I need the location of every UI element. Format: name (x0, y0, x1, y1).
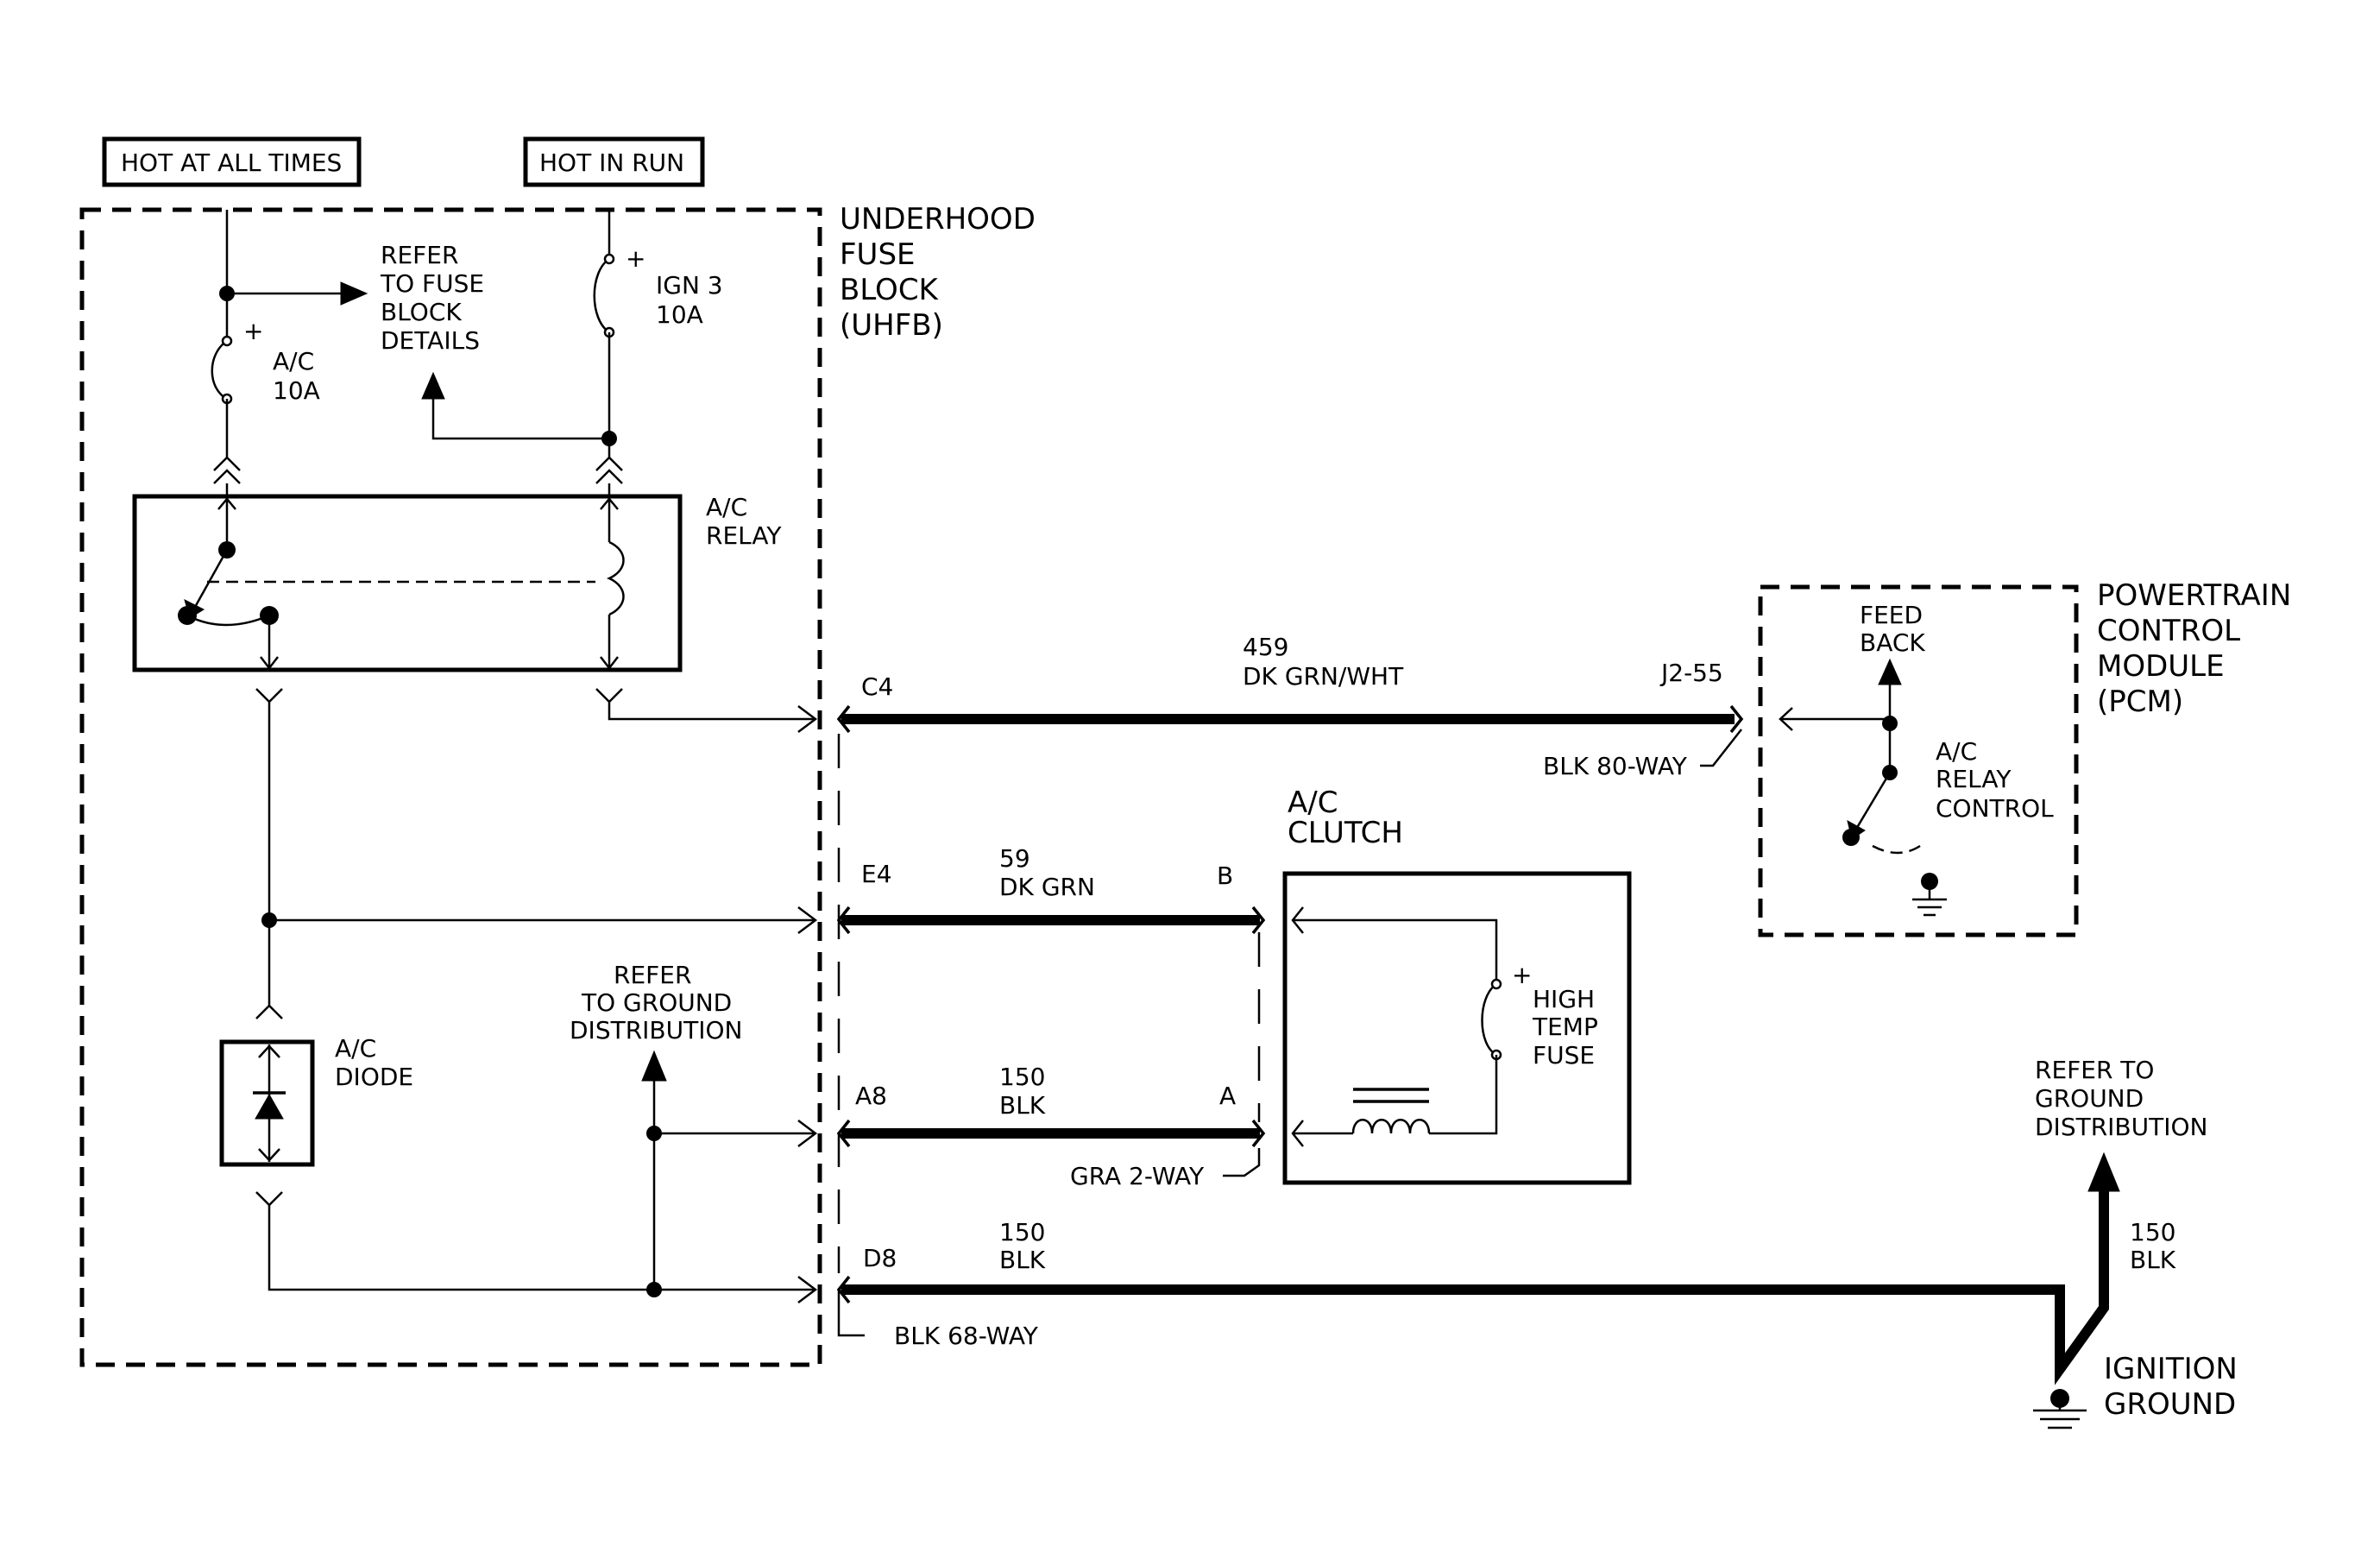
pcm-feedback-line2: BACK (1860, 628, 1925, 657)
hot-in-run-label: HOT IN RUN (523, 136, 705, 187)
refer-ground-distribution-right: REFER TO GROUND DISTRIBUTION (2035, 1056, 2207, 1141)
diode-ground-feed (255, 1050, 818, 1303)
circuit-59-number: 59 (999, 844, 1030, 873)
ign-fuse-name: IGN 3 (656, 271, 723, 300)
uhfb-boundary (79, 207, 822, 1367)
refer-fuse-line4: DETAILS (381, 326, 480, 355)
hot-at-all-times-text: HOT AT ALL TIMES (121, 148, 342, 177)
pcm-label: POWERTRAIN CONTROL MODULE (PCM) (2097, 578, 2291, 719)
refer-ground-left-line2: TO GROUND (581, 988, 732, 1017)
ac-clutch-internals (1291, 906, 1502, 1147)
high-temp-fuse-line1: HIGH (1533, 985, 1595, 1013)
ac-fuse-rating: 10A (273, 376, 320, 405)
pcm-connector-leader (1700, 729, 1742, 767)
ac-clutch-label-line2: CLUTCH (1288, 816, 1403, 850)
hot-in-run-text: HOT IN RUN (539, 148, 684, 177)
ac-clutch-label-line1: A/C (1288, 786, 1338, 820)
circuit-150-d8-number: 150 (999, 1218, 1045, 1246)
pcm-boundary (1758, 584, 2079, 937)
refer-ground-right-line3: DISTRIBUTION (2035, 1113, 2207, 1141)
ac-relay-label-line1: A/C (706, 493, 747, 521)
clutch-pin-b: B (1217, 861, 1233, 890)
ground-leg-color: BLK (2130, 1246, 2176, 1274)
refer-ground-right-line2: GROUND (2035, 1084, 2144, 1113)
refer-fuse-line2: TO FUSE (380, 269, 484, 298)
circuit-e4-pin: E4 (861, 860, 892, 888)
ignition-ground-symbol (2033, 1389, 2087, 1429)
circuit-150-a8-number: 150 (999, 1063, 1045, 1091)
ac-diode-symbol (253, 1044, 286, 1162)
circuit-150-d8-color: BLK (999, 1246, 1046, 1274)
pcm-control-line3: CONTROL (1936, 794, 2054, 823)
relay-coil-output (595, 688, 818, 733)
pcm-label-line4: (PCM) (2097, 685, 2183, 719)
ignition-ground-line1: IGNITION (2104, 1352, 2238, 1386)
high-temp-fuse-line3: FUSE (1533, 1041, 1595, 1070)
refer-ground-left-line1: REFER (614, 961, 691, 989)
pcm-connector-label: BLK 80-WAY (1543, 752, 1688, 780)
ac-fuse-feed (211, 210, 368, 496)
ac-fuse-name: A/C (273, 347, 314, 375)
circuit-150-d8-wire (836, 1152, 2120, 1385)
uhfb-label-line2: FUSE (840, 237, 916, 272)
ign-fuse-rating: 10A (656, 300, 703, 329)
pcm-control-line2: RELAY (1936, 765, 2012, 793)
pcm-label-line1: POWERTRAIN (2097, 578, 2291, 613)
refer-ground-right-line1: REFER TO (2035, 1056, 2154, 1084)
refer-fuse-line1: REFER (381, 241, 458, 269)
high-temp-fuse-polarity: + (1512, 961, 1532, 989)
pcm-control-line1: A/C (1936, 737, 1977, 766)
ground-leg-number: 150 (2130, 1218, 2175, 1246)
pcm-feedback-line1: FEED (1860, 601, 1923, 629)
circuit-c4-pin: C4 (861, 672, 893, 701)
high-temp-fuse-line2: TEMP (1532, 1013, 1598, 1041)
pcm-internals (1779, 658, 1947, 917)
circuit-150-a8-wire (836, 1119, 1266, 1148)
circuit-d8-pin: D8 (863, 1244, 897, 1272)
clutch-pin-a: A (1219, 1082, 1236, 1110)
circuit-459-number: 459 (1243, 633, 1288, 661)
uhfb-connector-label: BLK 68-WAY (894, 1322, 1039, 1350)
pcm-label-line2: CONTROL (2097, 614, 2240, 648)
uhfb-label-line4: (UHFB) (840, 308, 943, 343)
ign-fuse-symbol (593, 257, 610, 334)
ac-relay-label-line2: RELAY (706, 521, 782, 550)
ac-fuse-symbol (211, 339, 228, 401)
circuit-59-wire (836, 906, 1266, 935)
ign-fuse-feed (421, 210, 623, 496)
uhfb-label: UNDERHOOD FUSE BLOCK (UHFB) (840, 202, 1036, 343)
circuit-150-a8-color: BLK (999, 1091, 1046, 1120)
refer-ground-left-line3: DISTRIBUTION (570, 1016, 742, 1044)
ac-relay-internals (178, 496, 625, 671)
uhfb-connector-shell (837, 734, 865, 1337)
clutch-connector-shell (1223, 932, 1261, 1177)
circuit-459-color: DK GRN/WHT (1243, 662, 1404, 691)
clutch-connector-label: GRA 2-WAY (1070, 1162, 1205, 1190)
high-temp-fuse-symbol (1481, 982, 1497, 1057)
circuit-459-wire (836, 704, 1744, 734)
circuit-a8-pin: A8 (855, 1082, 887, 1110)
ac-clutch-box (1282, 871, 1632, 1185)
ac-diode-label-line1: A/C (335, 1034, 376, 1063)
ign-fuse-polarity: + (626, 244, 645, 273)
hot-at-all-times-label: HOT AT ALL TIMES (102, 136, 362, 187)
ac-relay-box (132, 494, 683, 672)
ac-diode-label-line2: DIODE (335, 1063, 413, 1091)
refer-ground-distribution-left: REFER TO GROUND DISTRIBUTION (570, 961, 742, 1044)
refer-fuse-block-details: REFER TO FUSE BLOCK DETAILS (380, 241, 484, 355)
uhfb-label-line1: UNDERHOOD (840, 202, 1036, 237)
circuit-59-color: DK GRN (999, 873, 1095, 901)
clutch-coil-symbol (1351, 1119, 1431, 1134)
relay-switch-output (255, 688, 818, 1019)
ignition-ground-line2: GROUND (2104, 1387, 2236, 1422)
refer-fuse-line3: BLOCK (381, 298, 462, 326)
pcm-label-line3: MODULE (2097, 649, 2225, 684)
ac-fuse-polarity: + (243, 317, 263, 345)
ac-diode-box (219, 1039, 315, 1167)
uhfb-label-line3: BLOCK (840, 273, 940, 307)
pcm-pin-j2-55: J2-55 (1659, 659, 1723, 687)
